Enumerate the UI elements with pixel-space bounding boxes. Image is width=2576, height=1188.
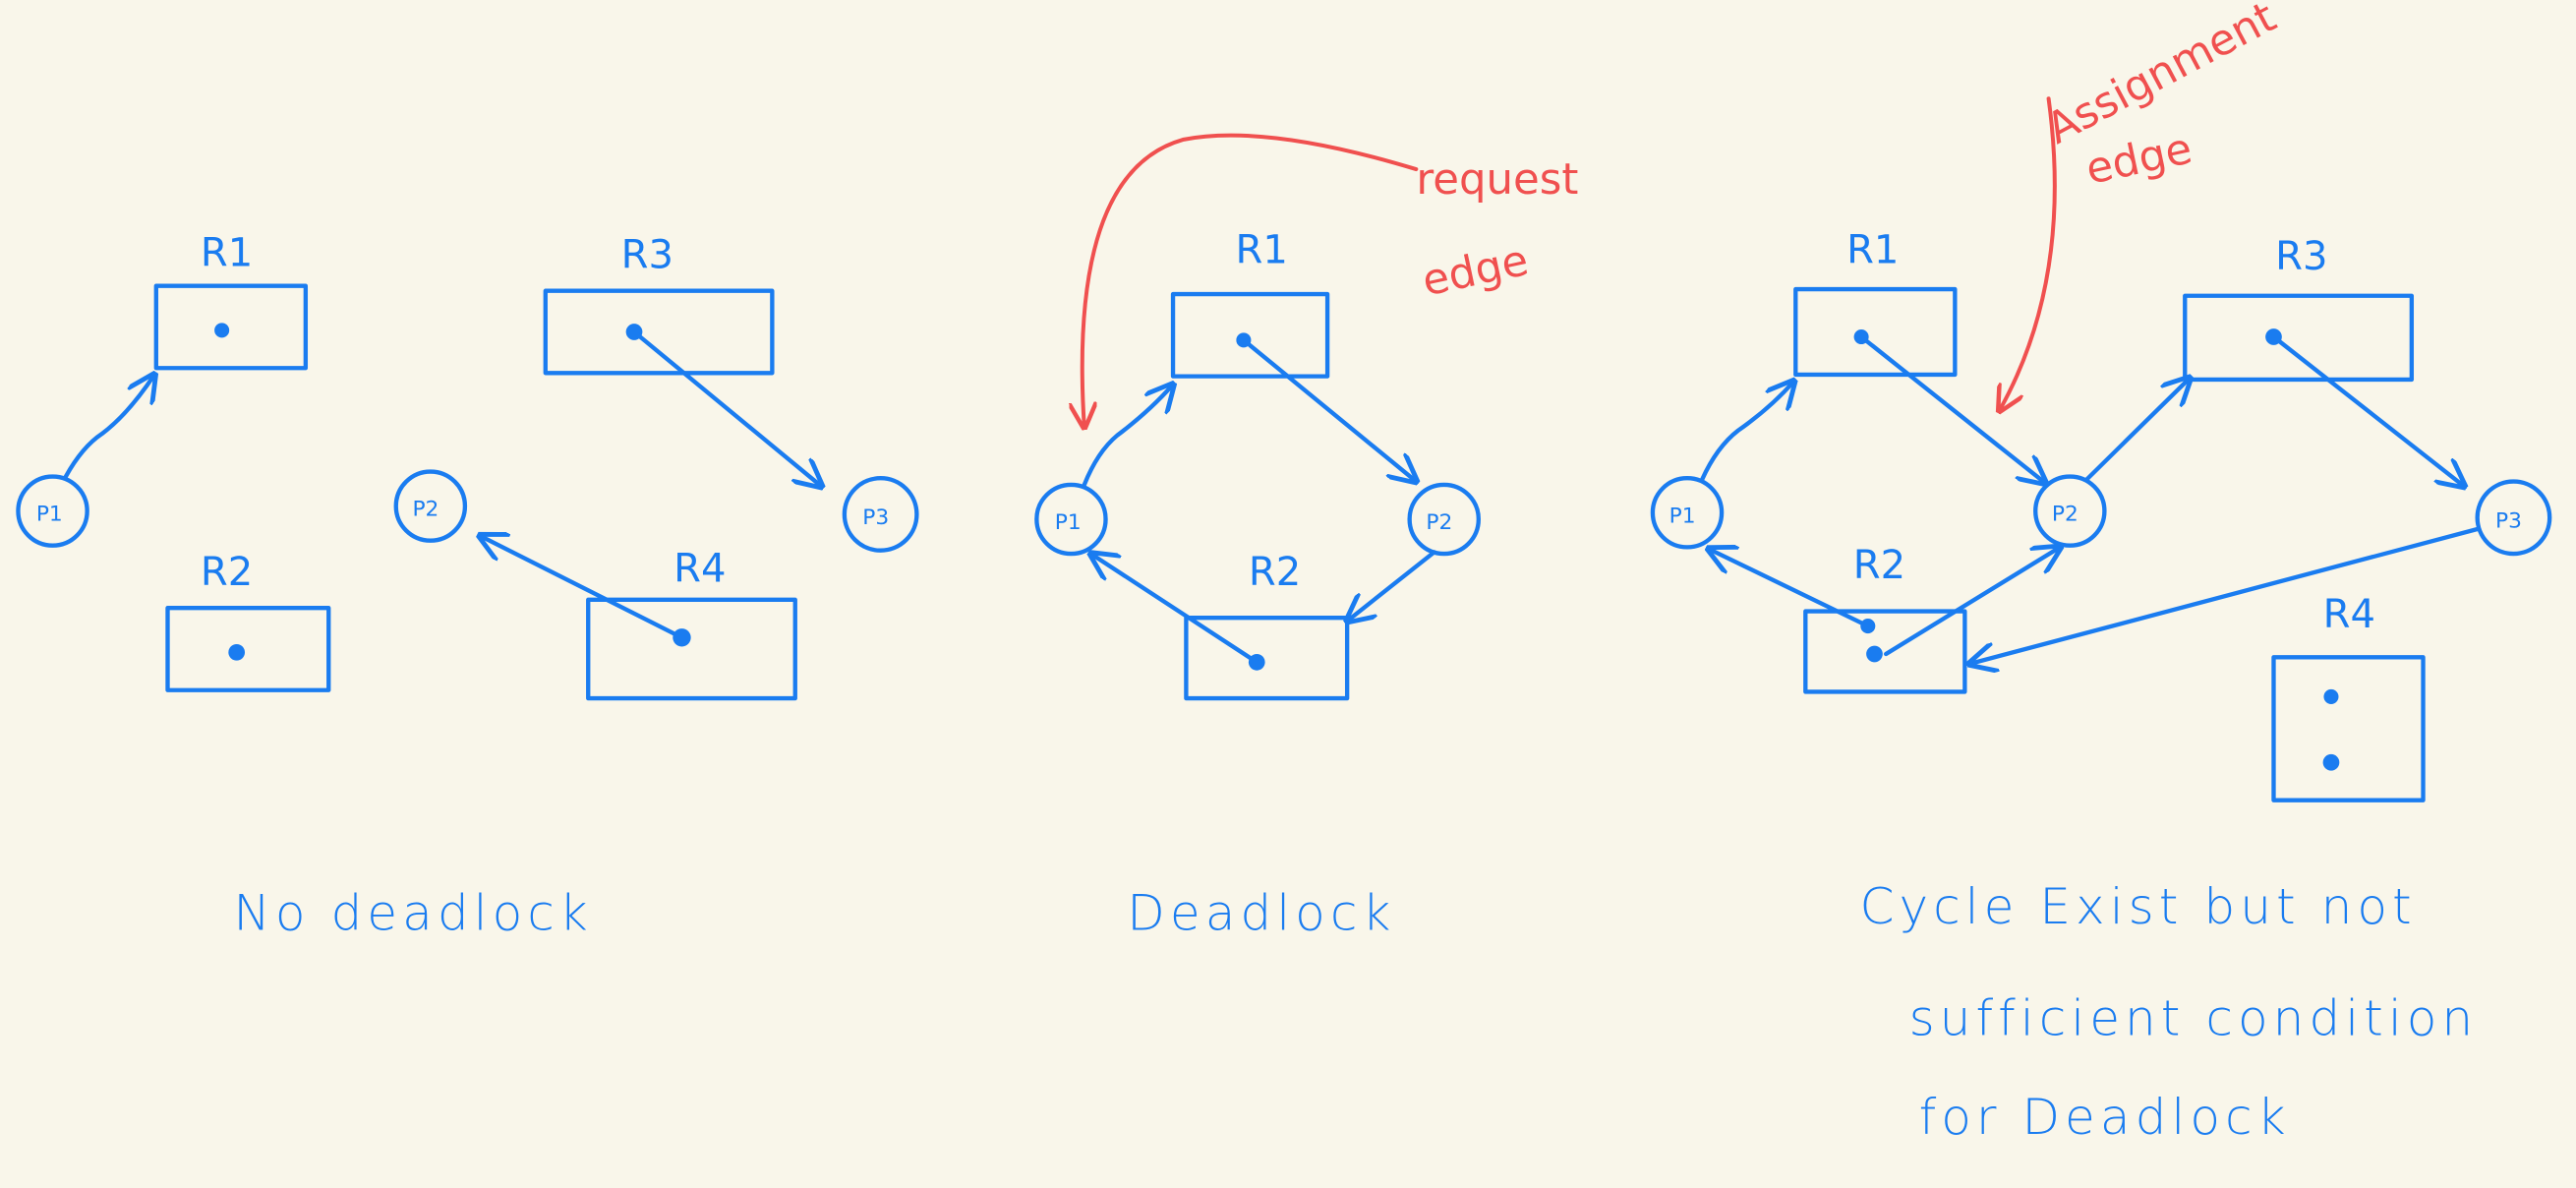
resource-r1: R1 — [153, 231, 309, 371]
request-edge-p3-r2 — [1969, 526, 2480, 664]
caption-line-1: Cycle Exist but not — [1859, 877, 2416, 935]
resource-label: R4 — [673, 546, 726, 591]
resource-label: R4 — [2323, 592, 2375, 637]
caption-line-3: for Deadlock — [1919, 1088, 2291, 1146]
caption-line-2: sufficient condition — [1909, 989, 2479, 1047]
resource-label: R1 — [1236, 227, 1288, 272]
request-edge-p1-r1 — [1699, 382, 1794, 483]
process-p2: P2 — [1407, 482, 1481, 557]
annotation-request: request — [1416, 155, 1578, 205]
process-label: P3 — [2495, 508, 2522, 533]
process-p2: P2 — [393, 469, 468, 543]
resource-r2: R2 — [1803, 543, 1967, 694]
resource-r3: R3 — [2183, 234, 2415, 383]
caption: No deadlock — [233, 884, 593, 942]
process-label: P2 — [2052, 503, 2078, 527]
instance-dot — [228, 643, 246, 661]
caption: Deadlock — [1127, 884, 1395, 942]
assignment-edge-pointer — [1999, 96, 2057, 410]
process-p3: P3 — [2475, 479, 2552, 557]
process-label: P1 — [1055, 510, 1082, 535]
request-edge-p2-r3 — [2083, 378, 2190, 483]
resource-label: R2 — [201, 550, 253, 595]
process-label: P2 — [412, 498, 439, 522]
process-p1: P1 — [1650, 476, 1725, 550]
diagram-cycle-no-deadlock: R1 R2 R3 R4 P1 P2 P3 — [1650, 0, 2552, 1146]
assignment-edge-r3-p3 — [2271, 334, 2464, 487]
resource-r4: R4 — [586, 546, 797, 701]
diagram-no-deadlock: R1 R2 R3 R4 P1 P2 P3 — [16, 231, 919, 942]
resource-r4: R4 — [2271, 592, 2426, 802]
assignment-edge-r4-p2 — [480, 536, 684, 640]
resource-r2: R2 — [165, 550, 331, 692]
resource-r1: R1 — [1170, 227, 1330, 379]
assignment-edge-r2-p1 — [1091, 554, 1259, 665]
request-edge-p1-r1 — [63, 375, 154, 479]
assignment-edge-r2-p1 — [1709, 549, 1870, 628]
resource-label: R3 — [621, 232, 673, 277]
request-edge-p2-r2 — [1347, 550, 1436, 621]
process-label: P3 — [862, 505, 889, 530]
process-label: P1 — [36, 503, 63, 527]
annotation-edge: edge — [2081, 124, 2196, 194]
assignment-edge-r1-p2 — [1858, 334, 2045, 484]
instance-dot — [214, 323, 230, 338]
diagram-deadlock: R1 R2 P1 P2 request edge Deadlock — [1034, 133, 1578, 942]
resource-label: R1 — [1846, 227, 1899, 272]
process-p1: P1 — [16, 474, 89, 548]
assignment-edge-r1-p2 — [1241, 337, 1416, 482]
instance-dot — [2323, 688, 2339, 704]
resource-label: R3 — [2275, 234, 2327, 279]
process-label: P2 — [1426, 510, 1452, 535]
assignment-edge-r3-p3 — [631, 329, 821, 487]
resource-r3: R3 — [543, 232, 775, 376]
instance-dot — [2322, 753, 2340, 771]
resource-label: R1 — [201, 231, 253, 276]
resource-r2: R2 — [1184, 550, 1350, 701]
process-p1: P1 — [1034, 482, 1108, 557]
resource-r1: R1 — [1793, 227, 1958, 378]
annotation-edge: edge — [1418, 236, 1533, 306]
resource-label: R2 — [1853, 543, 1905, 588]
process-p3: P3 — [842, 476, 919, 553]
request-edge-pointer — [1083, 133, 1419, 428]
resource-label: R2 — [1249, 550, 1301, 595]
process-label: P1 — [1669, 504, 1696, 528]
process-p2: P2 — [2033, 474, 2107, 548]
request-edge-p1-r1 — [1082, 385, 1173, 488]
instance-dot — [1866, 645, 1883, 663]
assignment-edge-r2-p2 — [1884, 547, 2060, 657]
